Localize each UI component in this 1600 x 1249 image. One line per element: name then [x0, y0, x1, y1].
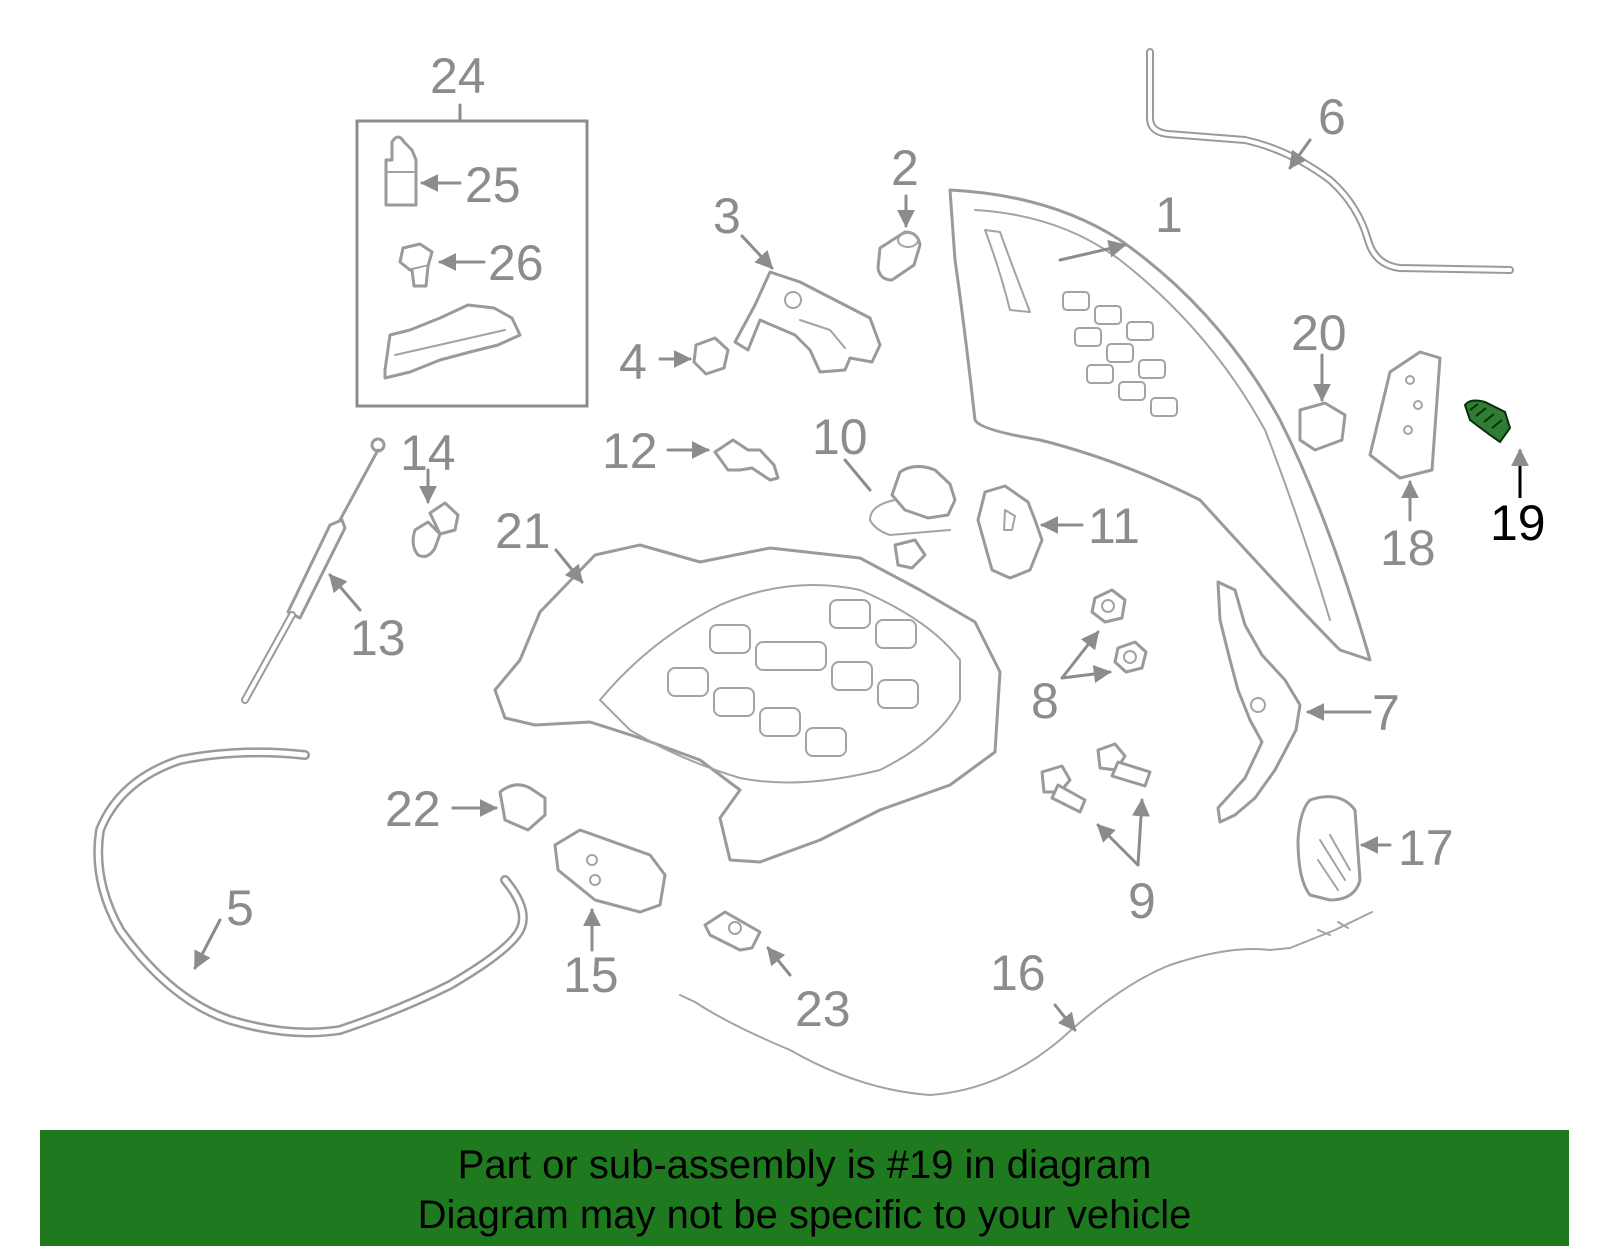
callout-3[interactable]: 3: [713, 188, 741, 244]
part-21-insulator[interactable]: [493, 543, 1002, 864]
callout-26[interactable]: 26: [488, 235, 544, 291]
part-12-clip[interactable]: [666, 438, 780, 482]
part-11-bracket[interactable]: [976, 484, 1084, 580]
part-8-clips[interactable]: [1060, 588, 1148, 683]
part-20-clip[interactable]: [1298, 353, 1347, 452]
part-5-seal[interactable]: [93, 747, 528, 1038]
part-7-hinge[interactable]: [1216, 580, 1372, 824]
part-3-latch[interactable]: [733, 234, 882, 374]
part-1-hood[interactable]: [948, 188, 1372, 662]
callout-9[interactable]: 9: [1128, 873, 1156, 929]
part-26-grommet[interactable]: [398, 242, 434, 288]
part-17-cover[interactable]: [1296, 795, 1392, 902]
callout-14[interactable]: 14: [400, 425, 456, 481]
part-18-plate[interactable]: [1368, 350, 1442, 522]
callout-18[interactable]: 18: [1380, 520, 1436, 576]
part-13-gas-strut[interactable]: [241, 437, 386, 704]
part-14-sensor[interactable]: [411, 468, 460, 558]
callout-1[interactable]: 1: [1155, 187, 1183, 243]
banner-line-part: Part or sub-assembly is #19 in diagram: [457, 1143, 1152, 1187]
part-23-clip[interactable]: [703, 910, 792, 977]
callout-13[interactable]: 13: [350, 610, 406, 666]
callout-5[interactable]: 5: [226, 880, 254, 936]
part-info-banner: Part or sub-assembly is #19 in diagram D…: [40, 1130, 1569, 1246]
callout-21[interactable]: 21: [495, 503, 551, 559]
callout-12[interactable]: 12: [602, 423, 658, 479]
parts-diagram: 1 2 3 4 5 6 7 8 9 10 11 12 13 14 15 16 1…: [93, 48, 1546, 1096]
part-22-clip[interactable]: [451, 783, 547, 832]
part-25-clip[interactable]: [384, 135, 418, 207]
part-16-cable[interactable]: [679, 911, 1373, 1096]
callout-8[interactable]: 8: [1031, 673, 1059, 729]
banner-line-disclaimer: Diagram may not be specific to your vehi…: [417, 1193, 1192, 1237]
callout-17[interactable]: 17: [1398, 820, 1454, 876]
callout-11[interactable]: 11: [1088, 498, 1140, 554]
callout-16[interactable]: 16: [990, 945, 1046, 1001]
part-15-bracket[interactable]: [553, 828, 667, 952]
callout-24[interactable]: 24: [430, 48, 486, 104]
callout-10[interactable]: 10: [812, 409, 868, 465]
part-19-screw[interactable]: [1463, 399, 1529, 498]
callout-23[interactable]: 23: [795, 981, 851, 1037]
callout-2[interactable]: 2: [891, 140, 919, 196]
kit-bracket-shape: [383, 303, 522, 380]
callout-15[interactable]: 15: [563, 947, 619, 1003]
callout-20[interactable]: 20: [1291, 305, 1347, 361]
part-4-nut[interactable]: [658, 336, 730, 376]
part-10-release-handle[interactable]: [843, 458, 957, 570]
part-2-bumper[interactable]: [876, 194, 922, 282]
callout-22[interactable]: 22: [385, 781, 441, 837]
part-6-prop-rod[interactable]: [1146, 48, 1514, 274]
part-9-bolts[interactable]: [1040, 742, 1152, 867]
part-24-kit-box[interactable]: [355, 103, 589, 408]
callout-25[interactable]: 25: [465, 157, 521, 213]
callout-labels: 1 2 3 4 5 6 7 8 9 10 11 12 13 14 15 16 1…: [226, 48, 1546, 1037]
callout-19[interactable]: 19: [1490, 495, 1546, 551]
callout-7[interactable]: 7: [1372, 685, 1400, 741]
callout-6[interactable]: 6: [1318, 89, 1346, 145]
callout-4[interactable]: 4: [619, 334, 647, 390]
